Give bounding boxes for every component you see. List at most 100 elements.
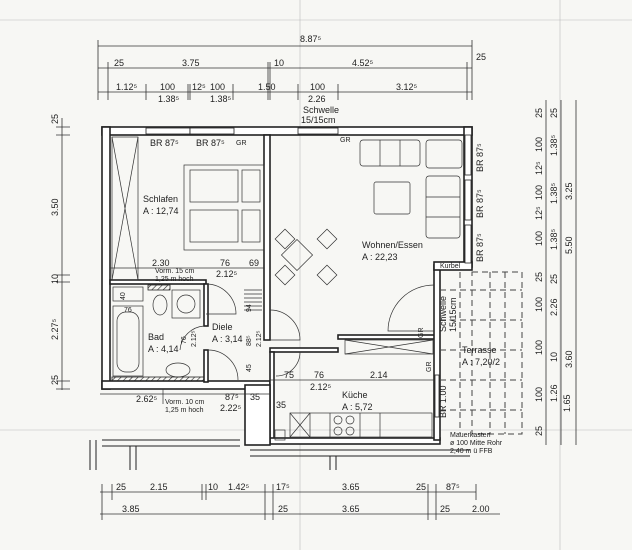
dim-label: 25	[476, 52, 486, 62]
dim-label: 2.12⁵	[310, 382, 332, 392]
dim-label: 2.14	[370, 370, 388, 380]
terrace	[440, 271, 523, 435]
window-label: GR	[236, 140, 247, 147]
dim-label: 88⁵	[246, 335, 253, 346]
dim-label: 2.15	[150, 482, 168, 492]
vorwand-note: Vorm. 15 cm	[155, 268, 194, 275]
dim-label: 2.12⁵	[216, 269, 238, 279]
dim-label: 12⁵	[534, 161, 544, 175]
mauerkasten-note: Mauerkasten	[450, 432, 491, 439]
dim-label: 25	[534, 426, 544, 436]
dim-label: 2.62⁵	[136, 394, 158, 404]
vorwand-note: 1,25 m hoch	[165, 407, 204, 414]
dim-label: 10	[208, 482, 218, 492]
dim-label: 100	[534, 387, 544, 402]
threshold-size: 15/15cm	[301, 115, 336, 125]
dim-label: 76	[314, 370, 324, 380]
dim-label: 1.38⁵	[549, 182, 559, 204]
dimension-inner: 2.30 76 69 2.12⁵ 75 76 2.12⁵ 2.14 2.62⁵ …	[100, 258, 434, 413]
dim-label: 25	[278, 504, 288, 514]
dim-label: 3.65	[342, 482, 360, 492]
room-area-kueche: A : 5,72	[342, 402, 373, 412]
dim-label: 100	[160, 82, 175, 92]
room-area-wohnen: A : 22,23	[362, 252, 398, 262]
walls	[89, 126, 473, 470]
dim-label: 10	[50, 274, 60, 284]
dim-label: 10	[274, 58, 284, 68]
dimension-top: 8.87⁵ 25 3.75 10 4.52⁵ 25 1.12⁵ 100 12⁵ …	[97, 34, 486, 125]
window-label: BR 87⁵	[475, 233, 485, 262]
dim-label: 76	[220, 258, 230, 268]
dim-label: 76	[124, 307, 132, 314]
vorwand-note: Vorm. 10 cm	[165, 399, 204, 406]
dim-label: 40	[120, 292, 127, 300]
annotations: Kurbel Schwelle 15/15cm Vorm. 15 cm 1,25…	[155, 263, 503, 455]
dim-label: 2.26	[549, 298, 559, 316]
dim-label: 12⁵	[534, 206, 544, 220]
doors	[179, 283, 435, 381]
threshold-label: Schwelle	[438, 296, 448, 332]
dim-label: 25	[50, 114, 60, 124]
dim-label: 100	[534, 137, 544, 152]
room-labels: Schlafen A : 12,74 Wohnen/Essen A : 22,2…	[143, 194, 500, 412]
dim-label: 25	[534, 272, 544, 282]
room-name-kueche: Küche	[342, 390, 368, 400]
window-label: BR 1.00	[438, 385, 448, 418]
dim-label: 12⁵	[192, 82, 206, 92]
dim-col3: 3.25 5.50 3.60	[564, 182, 574, 368]
dim-label: 87⁵	[225, 392, 239, 402]
dim-label: 35	[276, 400, 286, 410]
window-label: BR 87⁵	[196, 138, 225, 148]
room-name-schlafen: Schlafen	[143, 194, 178, 204]
dimension-bottom: 25 2.15 10 1.42⁵ 17⁵ 3.65 25 87⁵ 3.85 25…	[100, 482, 500, 520]
room-name-terrasse: Terrasse	[462, 345, 497, 355]
kurbel-label: Kurbel	[440, 263, 461, 270]
window-label: BR 87⁵	[475, 143, 485, 172]
dim-label: 3.60	[564, 350, 574, 368]
dim-label: 69	[249, 258, 259, 268]
room-name-bad: Bad	[148, 332, 164, 342]
window-label: BR 87⁵	[150, 138, 179, 148]
room-name-wohnen: Wohnen/Essen	[362, 240, 423, 250]
dim-label: 3.50	[50, 198, 60, 216]
threshold-label: Schwelle	[303, 105, 339, 115]
dim-col1: 25 100 12⁵ 100 12⁵ 100 25 100 100 100 25	[534, 108, 544, 436]
dim-label: 3.25	[564, 182, 574, 200]
dim-label: 1.38⁵	[210, 94, 232, 104]
room-area-diele: A : 3,14	[212, 334, 243, 344]
window-label: GR	[340, 137, 351, 144]
room-area-schlafen: A : 12,74	[143, 206, 179, 216]
dim-label: 3.75	[182, 58, 200, 68]
dim-label: 25	[114, 58, 124, 68]
dim-label: 2.22⁵	[220, 403, 242, 413]
window-label: BR 87⁵	[475, 189, 485, 218]
dim-label: 2.26	[308, 94, 326, 104]
dim-label: 45	[246, 364, 253, 372]
dim-label: 2.00	[472, 504, 490, 514]
dim-label: 75	[284, 370, 294, 380]
dim-label: 1.50	[258, 82, 276, 92]
dim-label: 25	[534, 108, 544, 118]
dimension-right: 25 100 12⁵ 100 12⁵ 100 25 100 100 100 25…	[534, 100, 577, 445]
vorwand-note: 1,25 m hoch	[155, 276, 194, 283]
dim-label: 35	[250, 392, 260, 402]
mauerkasten-note: ø 100 Mitte Rohr	[450, 440, 503, 447]
dim-label: 3.85	[122, 504, 140, 514]
dim-label: 2.12⁵	[256, 330, 263, 347]
dim-label: 1.65	[562, 394, 572, 412]
dim-label: 87⁵	[446, 482, 460, 492]
dim-label: 25	[440, 504, 450, 514]
dim-label: 100	[310, 82, 325, 92]
dim-label: 2.30	[152, 258, 170, 268]
window-label: GR	[426, 362, 433, 373]
mauerkasten-note: 2,40 m ü FFB	[450, 448, 493, 455]
dim-label: 76	[181, 336, 188, 344]
dim-label: 1.42⁵	[228, 482, 250, 492]
dim-label: 1.38⁵	[549, 134, 559, 156]
dim-label: 5.50	[564, 236, 574, 254]
dim-total-width: 8.87⁵	[300, 34, 322, 44]
windows: BR 87⁵ BR 87⁵ GR GR BR 87⁵ BR 87⁵ BR 87⁵…	[145, 127, 485, 418]
threshold-size: 15/15cm	[448, 297, 458, 332]
